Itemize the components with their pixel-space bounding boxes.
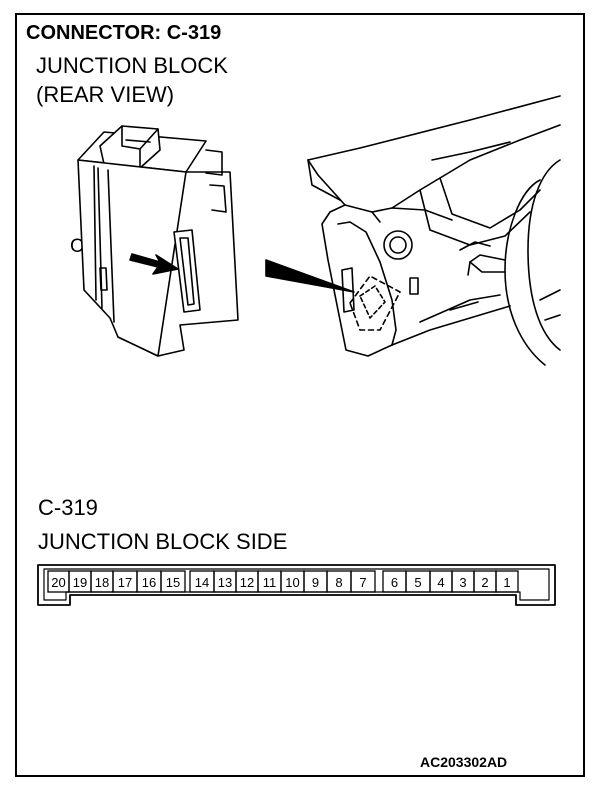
connector-inner-outline: [43, 568, 550, 601]
connector-pin-label: 13: [218, 575, 232, 590]
connector-side-label: JUNCTION BLOCK SIDE: [38, 529, 288, 554]
connector-pin-label: 14: [195, 575, 209, 590]
subtitle-line1: JUNCTION BLOCK: [36, 53, 228, 78]
connector-label: C-319: [38, 495, 98, 520]
connector-pin-label: 4: [437, 575, 444, 590]
callout-arrow: [129, 253, 179, 275]
connector-pin-label: 18: [95, 575, 109, 590]
connector-pin-label: 15: [166, 575, 180, 590]
connector-pin-label: 7: [359, 575, 366, 590]
connector-pin-label: 11: [263, 575, 277, 590]
connector-pin-label: 10: [285, 575, 299, 590]
connector-pin-label: 20: [51, 575, 65, 590]
connector-pin-cell: [160, 570, 186, 593]
connector-outline: [37, 564, 556, 606]
subtitle-line2: (REAR VIEW): [36, 82, 175, 107]
connector-pin-label: 3: [459, 575, 466, 590]
figure-code: AC203302AD: [420, 754, 508, 770]
connector-pin-label: 19: [73, 575, 87, 590]
connector-pin-label: 6: [391, 575, 398, 590]
connector-pin-label: 16: [142, 575, 156, 590]
connector-pin-label: 2: [481, 575, 488, 590]
diagram-frame: [15, 13, 585, 777]
connector-pin-label: 8: [335, 575, 342, 590]
connector-pin-cell: [350, 570, 376, 593]
dashboard-drawing: [307, 95, 561, 366]
connector-pin-label: 1: [503, 575, 510, 590]
connector-pin-cell: [495, 570, 519, 593]
connector-pin-label: 5: [414, 575, 421, 590]
connector-pin-label: 9: [312, 575, 319, 590]
page-title: CONNECTOR: C-319: [26, 22, 222, 44]
connector-pin-label: 17: [118, 575, 132, 590]
connector-pin-label: 12: [240, 575, 254, 590]
